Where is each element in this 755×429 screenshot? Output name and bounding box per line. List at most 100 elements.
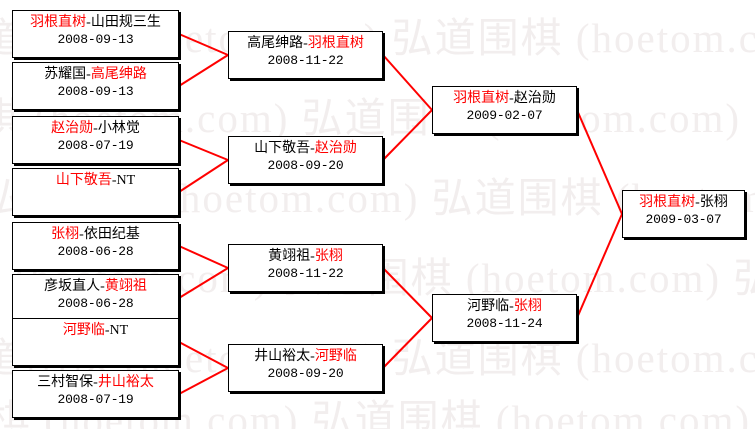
match-loser: 三村智保 — [37, 375, 94, 390]
connector-line — [178, 159, 229, 193]
match-separator: - — [111, 173, 117, 188]
match-date: 2008-11-22 — [267, 266, 344, 282]
match-loser: 赵治勋 — [513, 91, 556, 106]
match-players: 高尾绅路-羽根直树 — [229, 35, 382, 53]
match-date: 2008-06-28 — [57, 296, 134, 312]
match-date: 2009-02-07 — [466, 108, 543, 124]
match-winner: 张栩 — [513, 299, 542, 314]
match-loser: 依田纪基 — [83, 227, 140, 242]
connector-line — [178, 139, 229, 161]
match-winner: 河野临 — [314, 349, 357, 364]
match-players: 张栩-依田纪基 — [13, 226, 178, 244]
match-players: 山下敬吾-NT — [13, 172, 178, 190]
match-box[interactable]: 山下敬吾-NT — [12, 168, 179, 216]
match-players: 彦坂直人-黄翊祖 — [13, 278, 178, 296]
connector-line — [178, 367, 229, 395]
match-separator: - — [93, 375, 98, 390]
match-loser: 苏耀国 — [44, 67, 87, 82]
match-separator: - — [509, 299, 514, 314]
match-loser: 张栩 — [699, 195, 728, 210]
match-separator: - — [310, 349, 315, 364]
match-players: 山下敬吾-赵治勋 — [229, 140, 382, 158]
match-separator: - — [695, 195, 700, 210]
match-winner: 赵治勋 — [314, 141, 357, 156]
match-winner: 羽根直树 — [453, 91, 510, 106]
match-winner: 羽根直树 — [307, 36, 364, 51]
match-players: 三村智保-井山裕太 — [13, 374, 178, 392]
match-winner: 黄翊祖 — [104, 279, 147, 294]
connector-line — [382, 54, 433, 111]
match-winner: 高尾绅路 — [90, 67, 147, 82]
match-loser: 山下敬吾 — [254, 141, 311, 156]
match-loser: 高尾绅路 — [247, 36, 304, 51]
match-winner: 羽根直树 — [639, 195, 696, 210]
match-date: 2008-09-20 — [267, 366, 344, 382]
match-players: 河野临-NT — [13, 322, 178, 340]
match-loser: NT — [116, 173, 136, 188]
match-players: 羽根直树-张栩 — [623, 194, 744, 212]
match-date: 2009-03-07 — [645, 212, 722, 228]
match-winner: 赵治勋 — [51, 121, 94, 136]
match-separator: - — [79, 227, 84, 242]
connector-line — [178, 267, 229, 299]
match-winner: 山下敬吾 — [55, 173, 112, 188]
match-separator: - — [303, 36, 308, 51]
match-loser: 小林觉 — [97, 121, 140, 136]
match-separator: - — [104, 323, 110, 338]
match-separator: - — [86, 15, 91, 30]
connector-line — [178, 54, 229, 87]
connector-line — [576, 109, 623, 215]
connector-line — [178, 341, 229, 369]
match-date: 2008-09-20 — [267, 158, 344, 174]
connector-line — [382, 317, 433, 369]
match-separator: - — [93, 121, 98, 136]
connector-line — [382, 109, 433, 161]
connector-line — [178, 33, 229, 56]
connector-line — [178, 245, 229, 269]
match-date: 2008-11-24 — [466, 316, 543, 332]
match-separator: - — [86, 67, 91, 82]
connector-line — [576, 213, 623, 319]
match-loser: 井山裕太 — [254, 349, 311, 364]
match-separator: - — [310, 249, 315, 264]
match-players: 河野临-张栩 — [433, 298, 576, 316]
match-date: 2008-06-28 — [57, 244, 134, 260]
match-loser: 黄翊祖 — [268, 249, 311, 264]
match-winner: 张栩 — [51, 227, 80, 242]
match-players: 苏耀国-高尾绅路 — [13, 66, 178, 84]
match-box[interactable]: 河野临-NT — [12, 318, 179, 366]
match-players: 黄翊祖-张栩 — [229, 248, 382, 266]
match-loser: NT — [109, 323, 129, 338]
match-date: 2008-07-19 — [57, 138, 134, 154]
match-date: 2008-07-19 — [57, 392, 134, 408]
match-date: 2008-09-13 — [57, 32, 134, 48]
match-winner: 张栩 — [314, 249, 343, 264]
match-players: 赵治勋-小林觉 — [13, 120, 178, 138]
match-loser: 山田规三生 — [90, 15, 161, 30]
match-separator: - — [100, 279, 105, 294]
match-winner: 井山裕太 — [97, 375, 154, 390]
match-separator: - — [310, 141, 315, 156]
match-loser: 河野临 — [467, 299, 510, 314]
match-players: 羽根直树-山田规三生 — [13, 14, 178, 32]
connector-line — [382, 267, 433, 319]
match-players: 羽根直树-赵治勋 — [433, 90, 576, 108]
match-separator: - — [509, 91, 514, 106]
match-loser: 彦坂直人 — [44, 279, 101, 294]
match-date: 2008-11-22 — [267, 53, 344, 69]
match-players: 井山裕太-河野临 — [229, 348, 382, 366]
